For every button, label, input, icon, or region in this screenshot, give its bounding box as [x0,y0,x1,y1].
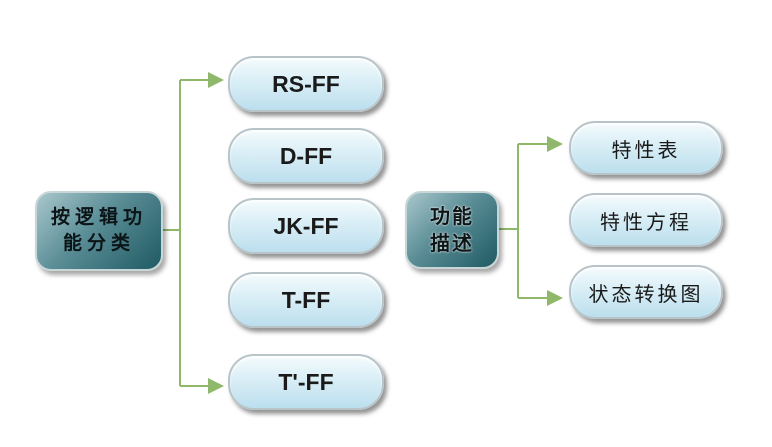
node-d-ff: D-FF [228,128,384,184]
root-left-line-1: 按逻辑功 [50,206,147,229]
root-right-line-1: 功能 [430,204,474,228]
node-rs-ff: RS-FF [228,56,384,112]
node-characteristic-equation: 特性方程 [569,193,723,247]
root-left-line-2: 能分类 [62,232,135,254]
node-t-ff: T-FF [228,272,384,328]
node-jk-ff: JK-FF [228,198,384,254]
root-right-line-2: 描述 [430,231,474,255]
node-characteristic-table: 特性表 [569,121,723,175]
node-state-transition-diagram: 状态转换图 [569,265,723,319]
root-logic-function-classification: 按逻辑功 能分类 [35,191,163,271]
root-function-description: 功能 描述 [405,191,499,269]
node-t-prime-ff: T'-FF [228,354,384,410]
